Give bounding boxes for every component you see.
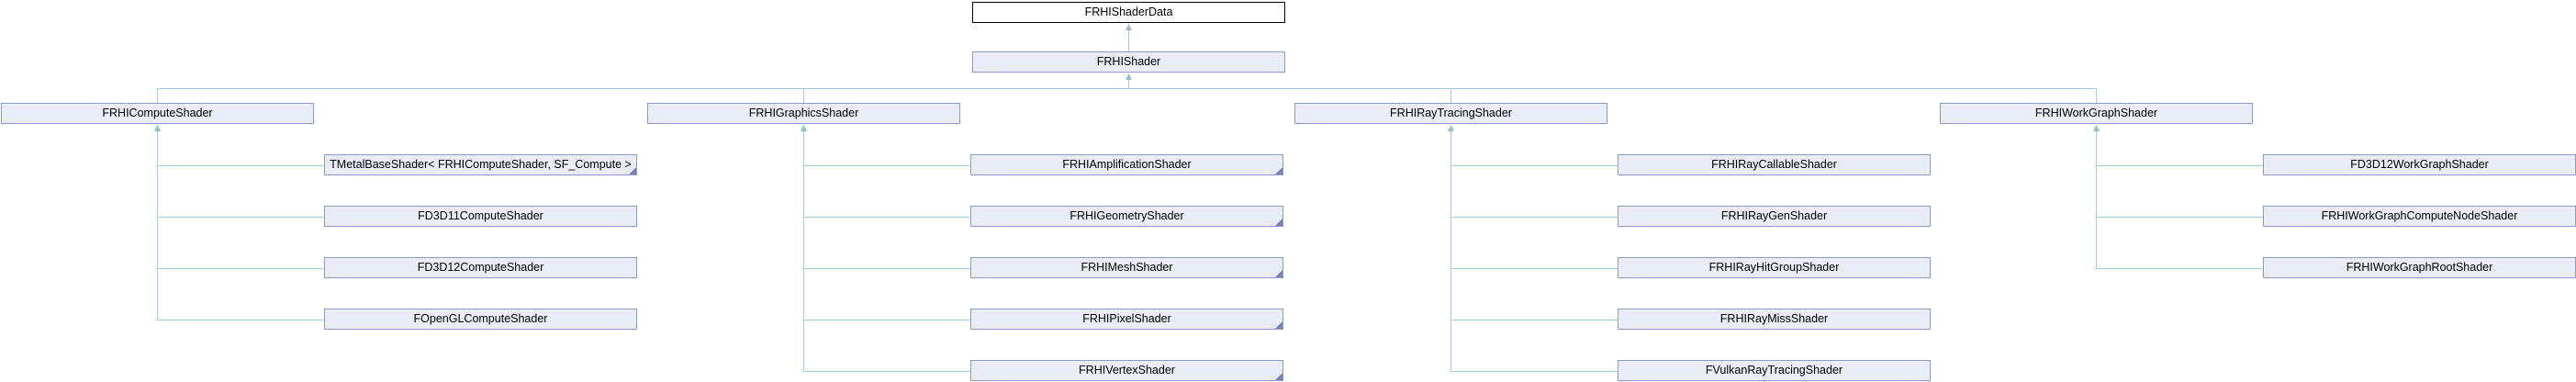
class-node-label: FRHIVertexShader: [1079, 364, 1175, 376]
class-node-label: FRHIGraphicsShader: [748, 107, 859, 119]
class-node-frhigraphicsshader[interactable]: FRHIGraphicsShader: [647, 103, 960, 124]
class-node-label: FRHIShaderData: [1084, 6, 1173, 18]
class-node-fd3d12workgraphshader[interactable]: FD3D12WorkGraphShader: [2263, 154, 2576, 175]
class-node-label: TMetalBaseShader< FRHIComputeShader, SF_…: [330, 158, 632, 171]
class-node-fd3d11computeshader[interactable]: FD3D11ComputeShader: [324, 206, 637, 227]
class-node-fvulkanraytracingshader[interactable]: FVulkanRayTracingShader: [1618, 360, 1931, 381]
class-node-frhiworkgraphshader[interactable]: FRHIWorkGraphShader: [1940, 103, 2253, 124]
class-node-frhiworkgraphcomputenodeshader[interactable]: FRHIWorkGraphComputeNodeShader: [2263, 206, 2576, 227]
class-node-label: FOpenGLComputeShader: [413, 312, 548, 325]
class-node-label: FVulkanRayTracingShader: [1705, 364, 1843, 376]
class-node-fopenglcomputeshader[interactable]: FOpenGLComputeShader: [324, 309, 637, 330]
class-node-frhiraycallableshader[interactable]: FRHIRayCallableShader: [1618, 154, 1931, 175]
class-node-label: FRHIAmplificationShader: [1062, 158, 1192, 171]
class-node-label: FD3D12ComputeShader: [417, 261, 544, 274]
class-node-frhishader[interactable]: FRHIShader: [972, 51, 1285, 73]
class-node-fd3d12computeshader[interactable]: FD3D12ComputeShader: [324, 257, 637, 278]
class-node-label: FRHIWorkGraphRootShader: [2346, 261, 2493, 274]
class-node-label: FRHIRayGenShader: [1720, 209, 1828, 222]
class-node-label: FRHIRayHitGroupShader: [1708, 261, 1840, 274]
class-node-label: FD3D11ComputeShader: [418, 209, 543, 222]
class-node-frhiraytracingshader[interactable]: FRHIRayTracingShader: [1294, 103, 1607, 124]
class-node-frhivertexshader[interactable]: FRHIVertexShader: [970, 360, 1283, 381]
class-node-frhipixelshader[interactable]: FRHIPixelShader: [970, 309, 1283, 330]
class-node-frhiamplificationshader[interactable]: FRHIAmplificationShader: [970, 154, 1283, 175]
truncated-subclasses-fold-icon: [1275, 270, 1282, 277]
class-node-label: FRHIShader: [1096, 55, 1161, 68]
class-node-label: FRHIWorkGraphComputeNodeShader: [2321, 209, 2518, 222]
class-node-label: FRHIRayCallableShader: [1711, 158, 1837, 171]
class-node-frhiraygenshader[interactable]: FRHIRayGenShader: [1618, 206, 1931, 227]
class-node-label: FRHIRayMissShader: [1719, 312, 1829, 325]
class-node-frhicomputeshader[interactable]: FRHIComputeShader: [1, 103, 314, 124]
class-node-frhiworkgraphrootshader[interactable]: FRHIWorkGraphRootShader: [2263, 257, 2576, 278]
class-node-frhirayhitgroupshader[interactable]: FRHIRayHitGroupShader: [1618, 257, 1931, 278]
class-node-label: FRHIPixelShader: [1082, 312, 1171, 325]
class-node-label: FRHIWorkGraphShader: [2034, 107, 2158, 119]
class-node-frhimeshshader[interactable]: FRHIMeshShader: [970, 257, 1283, 278]
class-node-tmetalbaseshader-frhicomputeshader-sf-compute[interactable]: TMetalBaseShader< FRHIComputeShader, SF_…: [324, 154, 637, 175]
class-node-label: FD3D12WorkGraphShader: [2350, 158, 2489, 171]
class-node-frhishaderdata[interactable]: FRHIShaderData: [972, 2, 1285, 23]
class-node-label: FRHIComputeShader: [102, 107, 213, 119]
truncated-subclasses-fold-icon: [1275, 219, 1282, 226]
truncated-subclasses-fold-icon: [1275, 167, 1282, 174]
truncated-subclasses-fold-icon: [1275, 321, 1282, 329]
class-node-label: FRHIGeometryShader: [1070, 209, 1184, 222]
truncated-subclasses-fold-icon: [629, 167, 636, 174]
class-node-label: FRHIRayTracingShader: [1390, 107, 1512, 119]
class-node-frhigeometryshader[interactable]: FRHIGeometryShader: [970, 206, 1283, 227]
class-node-label: FRHIMeshShader: [1081, 261, 1173, 274]
class-node-frhiraymissshader[interactable]: FRHIRayMissShader: [1618, 309, 1931, 330]
truncated-subclasses-fold-icon: [1275, 373, 1282, 380]
